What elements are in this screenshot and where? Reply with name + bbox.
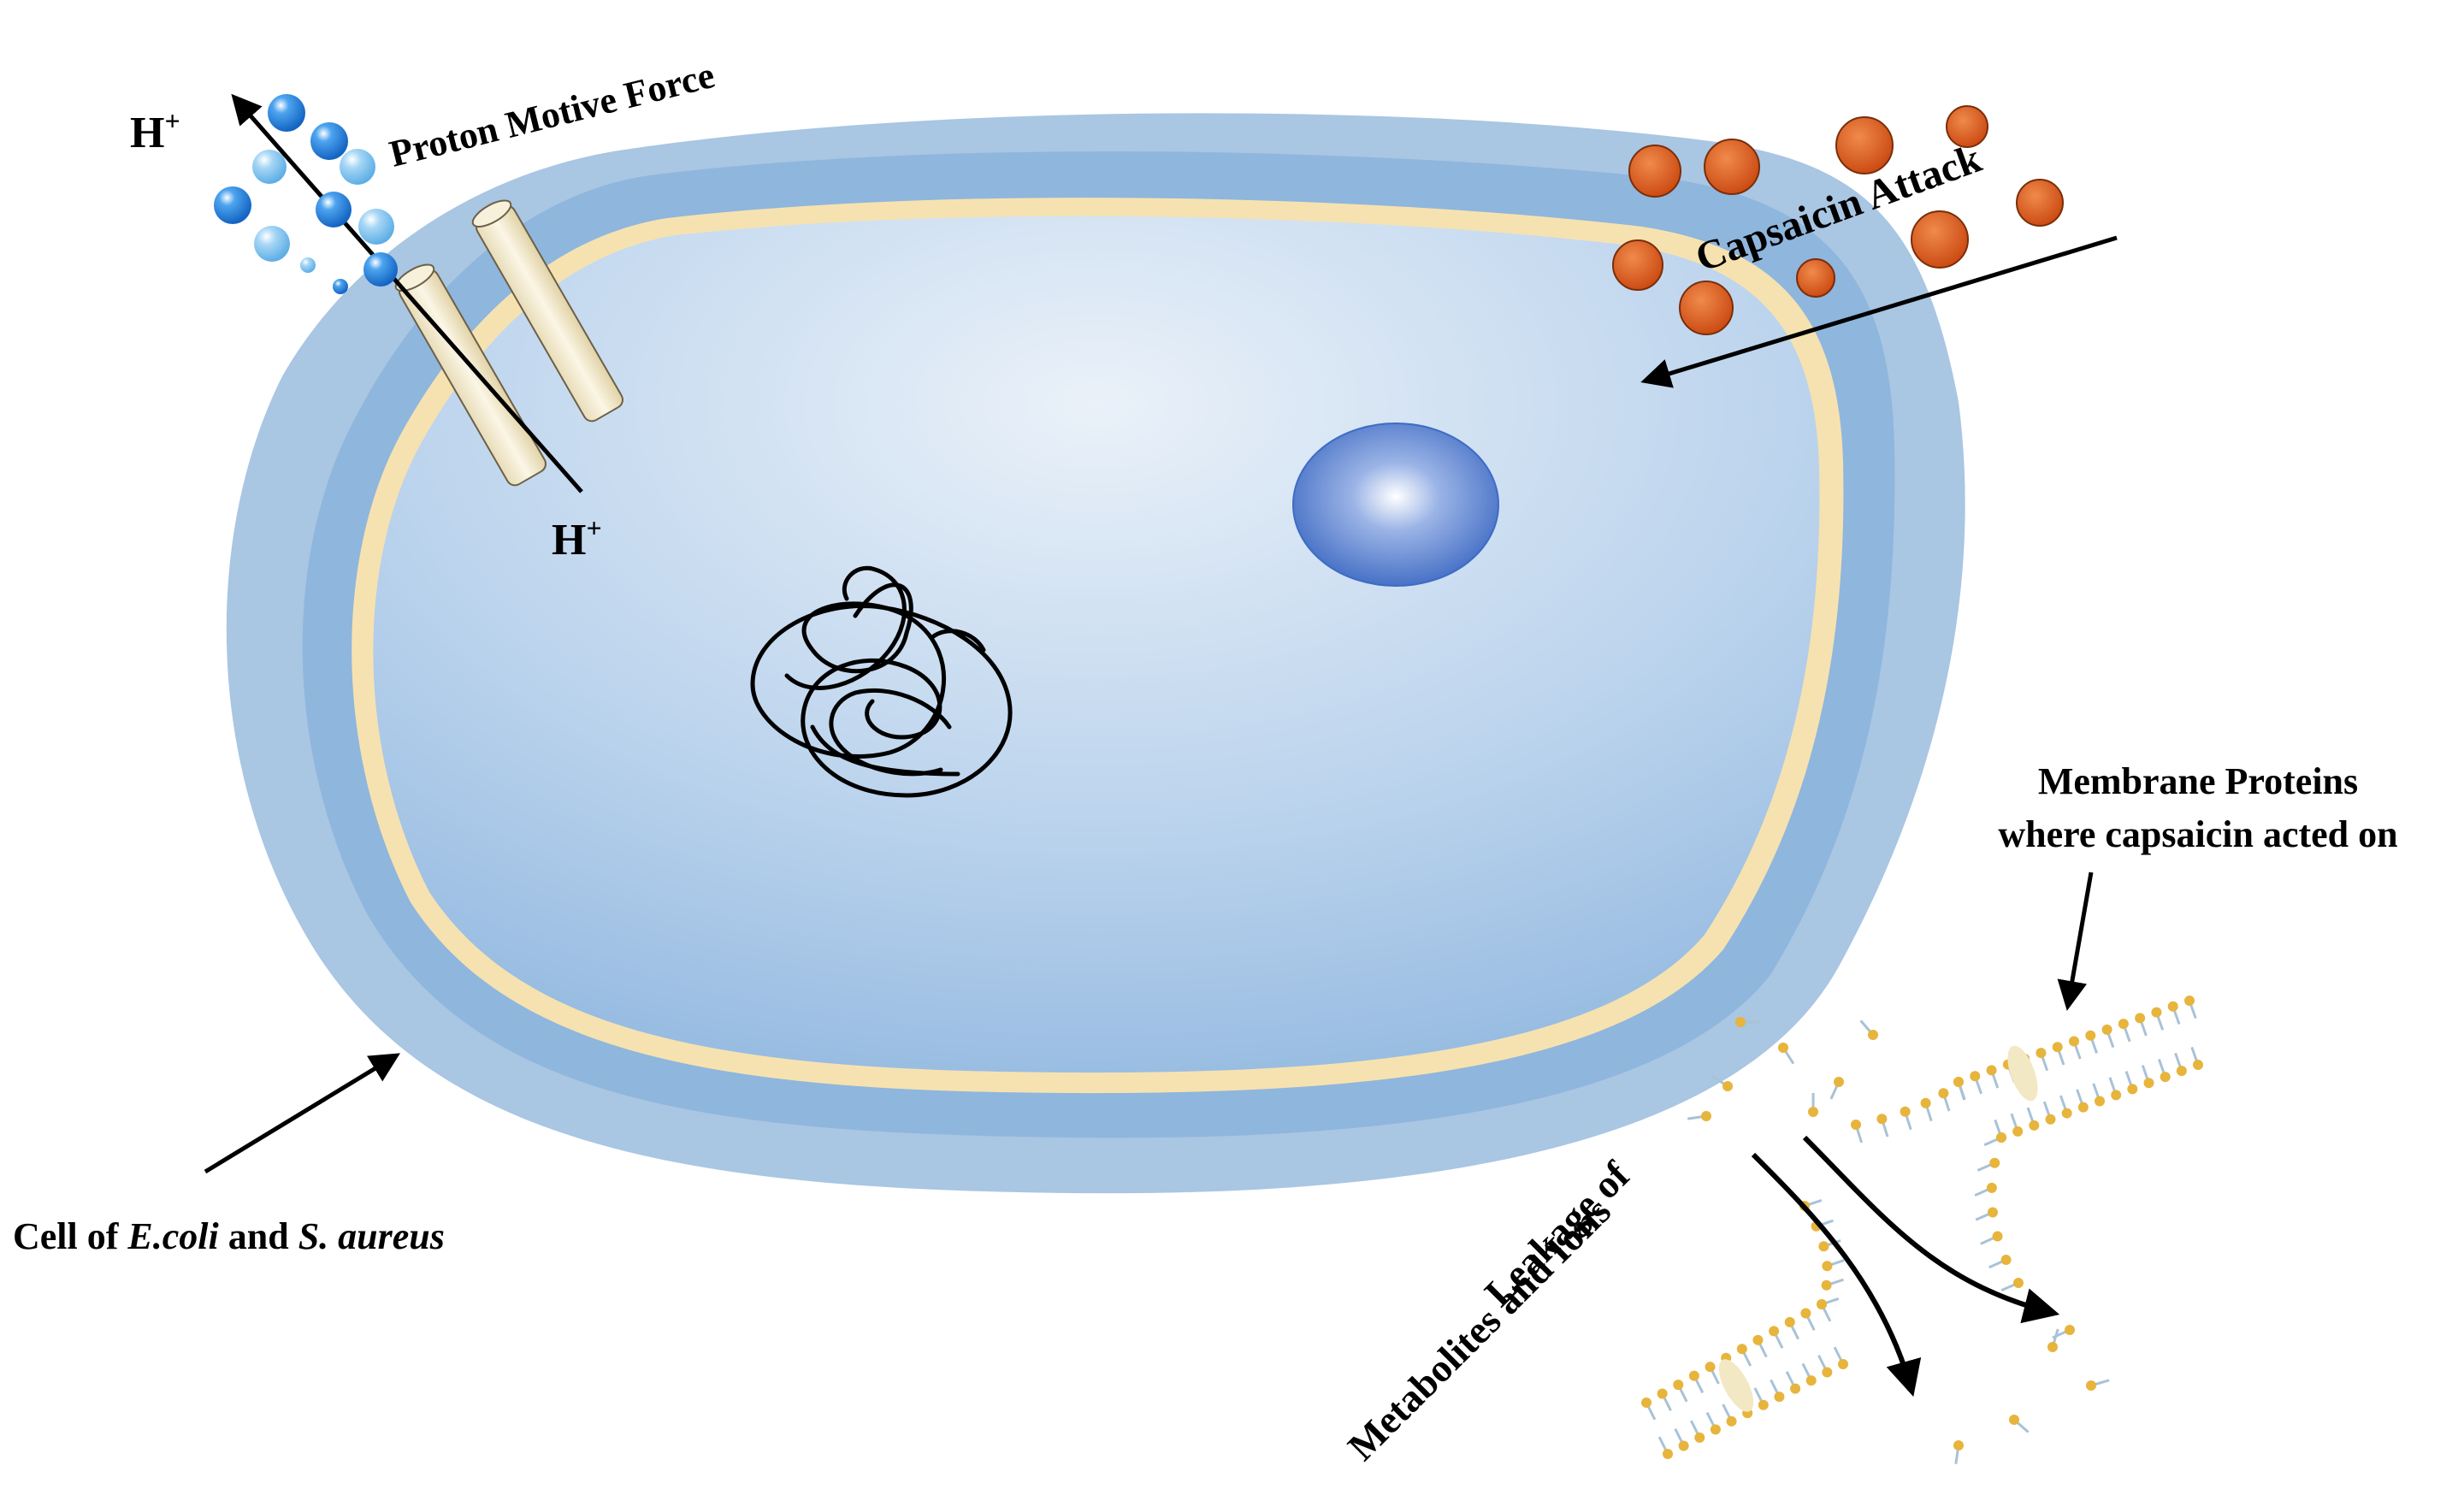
lipid-head [1838, 1359, 1848, 1369]
lipid-head [2013, 1278, 2024, 1288]
lipid-head [1938, 1088, 1948, 1098]
lipid-head [1752, 1335, 1763, 1345]
lipid-head [2085, 1031, 2095, 1041]
lipid-head [1808, 1107, 1818, 1117]
lipid-head [2047, 1342, 2058, 1352]
lipid-head [1641, 1398, 1652, 1408]
lipid-head [1921, 1098, 1931, 1108]
lipid-head [2009, 1415, 2019, 1425]
lipid-head [1705, 1362, 1716, 1372]
lipid-head [1834, 1077, 1844, 1087]
lipid-head [2118, 1019, 2129, 1029]
lipid-head [1657, 1389, 1668, 1399]
lipid-head [1727, 1416, 1737, 1427]
lipid-head [2012, 1126, 2023, 1137]
lipid-head [1758, 1400, 1769, 1410]
lipid-head [2184, 996, 2195, 1006]
proton-cluster [214, 94, 398, 294]
lipid-head [1694, 1433, 1705, 1443]
lipid-head [1679, 1440, 1689, 1451]
lipid-head [1822, 1261, 1832, 1271]
lipid-head [1737, 1344, 1747, 1354]
lipid-head [2065, 1325, 2075, 1335]
lipid-head [2095, 1096, 2105, 1107]
lipid-head [1851, 1120, 1861, 1130]
lipid-head [1663, 1449, 1673, 1459]
lipid-head [1868, 1030, 1878, 1040]
lipid-head [2111, 1090, 2121, 1100]
lipid-head [1790, 1384, 1800, 1394]
lipid-head [2062, 1108, 2072, 1119]
lipid-head [2168, 1002, 2178, 1012]
lipid-head [1769, 1326, 1779, 1336]
lipid-head [2078, 1102, 2089, 1113]
lipid-head [1988, 1208, 1998, 1218]
h-plus-outside-label: H+ [130, 105, 180, 157]
cytoplasmic-vesicle [1293, 423, 1498, 586]
lipid-head [2144, 1078, 2154, 1088]
lipid-head [2036, 1048, 2046, 1058]
lipid-head [2135, 1013, 2145, 1023]
lipid-head [2151, 1008, 2161, 1018]
lipid-head [1689, 1371, 1699, 1381]
lipid-head [1996, 1132, 2006, 1143]
lipid-head [2102, 1025, 2112, 1035]
lipid-head [1993, 1232, 2003, 1242]
lipid-head [1785, 1317, 1795, 1327]
lipid-head [1778, 1043, 1788, 1053]
lipid-head [1822, 1368, 1832, 1378]
lipid-head [2086, 1380, 2096, 1391]
cell-caption: Cell of E.coli and S. aureus [13, 1215, 445, 1257]
lipid-head [1774, 1392, 1784, 1402]
lipid-head [1800, 1308, 1811, 1318]
lipid-head [1806, 1375, 1817, 1386]
lipid-head [1953, 1077, 1964, 1087]
lipid-head [2127, 1084, 2137, 1094]
lipid-head [1701, 1111, 1711, 1121]
lipid-head [2177, 1066, 2187, 1076]
lipid-head [2160, 1072, 2171, 1082]
lipid-head [1673, 1380, 1683, 1390]
leakage-label-line2: Metabolites and Ions [1339, 1189, 1619, 1468]
lipid-head [1818, 1241, 1829, 1251]
lipid-head [2029, 1120, 2039, 1131]
membrane-protein [1712, 1354, 1761, 1416]
lipid-head [1970, 1071, 1980, 1081]
lipid-head [2001, 1255, 2012, 1265]
cell-pointer-arrow [205, 1056, 395, 1172]
membrane-protein-arrow [2068, 872, 2091, 1005]
lipid-head [1817, 1299, 1827, 1309]
lipid-head [2069, 1037, 2079, 1047]
lipid-head [1989, 1158, 2000, 1168]
lipid-head [1722, 1081, 1733, 1091]
lipid-head [1711, 1424, 1721, 1434]
lipid-head [1822, 1280, 1832, 1291]
lipid-head [1876, 1114, 1887, 1124]
leakage-arrow-left [1753, 1155, 1912, 1390]
membrane-proteins-label-line2: where capsaicin acted on [1998, 813, 2397, 855]
lipid-head [2046, 1114, 2056, 1125]
lipid-head [1987, 1065, 1997, 1075]
membrane-proteins-label-line1: Membrane Proteins [2038, 760, 2358, 802]
lipid-head [1735, 1017, 1746, 1027]
lipid-head [1987, 1183, 1997, 1193]
lipid-head [2053, 1042, 2063, 1052]
lipid-head [1900, 1107, 1911, 1117]
lipid-head [1953, 1440, 1964, 1451]
lipid-head [2193, 1060, 2203, 1070]
